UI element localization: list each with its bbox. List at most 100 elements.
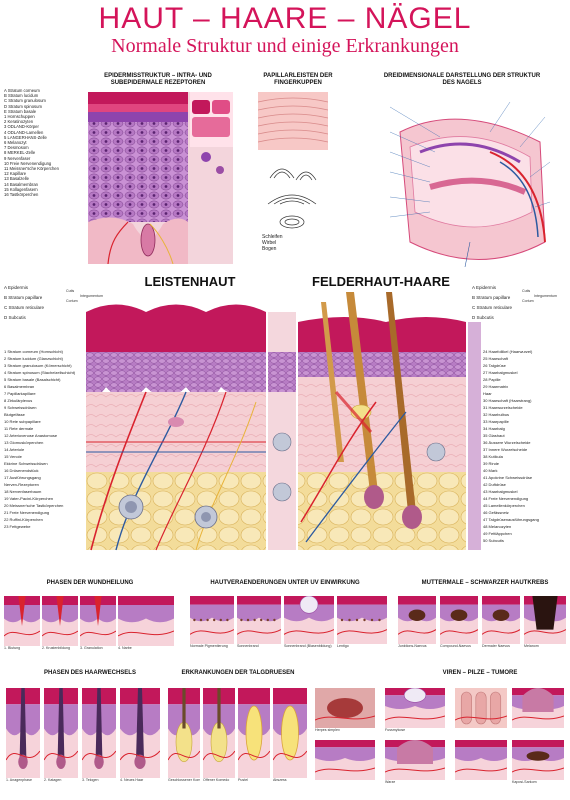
left-item: 12 Arteriovenose Anastomose [4, 433, 58, 438]
ridge-pattern-label-loop: Schleifen [262, 234, 283, 240]
left-item: 19 Vater-Pacini-Körperchen [4, 496, 54, 501]
epi-item: 14 Basalmembran [4, 181, 38, 187]
sebaceous-closed-label: Geschlossener Komedo [168, 778, 200, 782]
left-item: 17 Ausführungsgang [4, 475, 41, 480]
papillar-section-title: PAPILLARLEISTEN DER FINGERKUPPEN [263, 73, 333, 86]
sebaceous-closed: Geschlossener Komedo [168, 688, 200, 786]
uv-normal: Normale Pigmentierung [190, 596, 234, 652]
uv-lentigo-label: Lentigo [337, 644, 349, 648]
right-item: 26 Talgdrüse [483, 363, 506, 368]
talgdruesen-title: ERKRANKUNGEN DER TALGDRUESEN [181, 670, 295, 676]
right-item: 28 Papille [483, 377, 501, 382]
haarwechsel-title: PHASEN DES HAARWECHSELS [44, 670, 136, 676]
wound-phase-3-label: 3. Granulation [80, 646, 103, 650]
mole-melanoma-label: Melanom [524, 644, 539, 648]
layer-item: A Epidermis [472, 285, 497, 290]
right-item: 29 Haarmatrix [483, 384, 509, 389]
uv-lentigo: Lentigo [337, 596, 387, 652]
wound-phase-1-label: 1. Blutung [4, 646, 21, 650]
left-item: 8 Zirkulärplexus [4, 398, 33, 403]
epi-item: B Stratum lucidum [4, 93, 39, 99]
layer-item: C Stratum reticulare [4, 305, 45, 310]
right-item: 44 Freie Nervenendigung [483, 496, 529, 501]
left-item: 15 Venole [4, 454, 22, 459]
epi-item: 12 Kapillare [4, 171, 27, 177]
hair-phase-3: 3. Telogen [82, 688, 116, 786]
right-item: 24 Haarfollikel (Haarwurzel) [483, 349, 533, 354]
left-item: 23 Fettgewebe [4, 524, 31, 529]
right-item: 30 Haarschaft (Haarstrang) [483, 398, 532, 403]
virus-panel-7 [455, 740, 507, 788]
left-item: 7 Papillarkapillare [4, 391, 36, 396]
right-item: 48 Melanozyten [483, 524, 512, 529]
layer-item: B Stratum papillare [472, 295, 511, 300]
mole-junction-label: Junktions-Naevus [398, 644, 427, 648]
left-item: 6 Basalmembran [4, 384, 35, 389]
skin-block-illustration [86, 292, 481, 570]
epidermis-section-title: EPIDERMISSTRUKTUR – INTRA- UND SUBEPIDER… [104, 73, 212, 86]
wound-phase-2-label: 2. Krustenbildung [42, 646, 70, 650]
virus-wart-label: Warze [385, 780, 396, 784]
left-item: 18 Nervenfaserbaum [4, 489, 42, 494]
fungal-fingers [455, 688, 507, 736]
mole-melanoma: Melanom [524, 596, 566, 652]
sebaceous-open-label: Offener Komedo [203, 778, 230, 782]
epi-item: 4 ODLAND-Lamellen [4, 129, 44, 135]
felderhaut-title: FELDERHAUT-HAARE [312, 274, 450, 289]
left-item: 3 Stratum granulosum (Körnerschicht) [4, 363, 72, 368]
layer-item: D Subcutis [472, 315, 494, 320]
layer-group-cutis: Cutis [66, 289, 75, 293]
epi-item: 8 MERKEL-Zelle [4, 150, 36, 156]
virus-wart: Warze [385, 740, 445, 788]
wound-phase-1: 1. Blutung [4, 596, 40, 654]
layer-group-corium: Corium [66, 299, 78, 303]
ridge-pattern-label-arch: Bogen [262, 246, 277, 252]
mole-dermal: Dermaler Naevus [482, 596, 520, 652]
wound-phase-3: 3. Granulation [80, 596, 116, 654]
poster-subtitle: Normale Struktur und einige Erkrankungen [111, 35, 459, 57]
hair-phase-2: 2. Katagen [44, 688, 78, 786]
left-item: 13 Glomuskörperchen [4, 440, 44, 445]
right-item: Haar [483, 391, 492, 396]
right-item: 47 Talgdrüsenausführungsgang [483, 517, 539, 522]
layer-group-corium-right: Corium [522, 299, 534, 303]
left-item: 1 Stratum corneum (Hornschicht) [4, 349, 63, 354]
layer-item: B Stratum papillare [4, 295, 43, 300]
left-item: Nerven-Rezeptoren [4, 482, 39, 487]
layer-group-cutis-right: Cutis [522, 289, 531, 293]
sebaceous-pustule-label: Pustel [238, 778, 248, 782]
uv-sunburn: Sonnenbrand [237, 596, 281, 652]
epi-item: 11 Meissner'sche Körperchen [4, 166, 59, 172]
herpes-photo: Herpes simplex [315, 688, 375, 736]
ridge-pattern-label-whorl: Wirbel [262, 240, 277, 246]
left-item: 11 Rete dermale [4, 426, 34, 431]
left-item: Ekkrine Schweissdrüsen [4, 461, 48, 466]
epi-item: 5 LANGERHANS-Zelle [4, 134, 47, 140]
virus-panel-5 [315, 740, 375, 788]
kaposi-sarcoma: Kaposi-Sarkom [512, 740, 564, 788]
hair-phase-1-label: 1. Anagenphase [6, 778, 32, 782]
leistenhaut-title: LEISTENHAUT [144, 274, 236, 289]
epidermis-illustration [88, 92, 233, 264]
epi-item: 16 Tastkörperchen [4, 192, 39, 198]
felderhaut-legend: 24 Haarfollikel (Haarwurzel)25 Haarschaf… [483, 348, 569, 544]
layer-group-integumentum: Integumentum [80, 294, 103, 298]
wound-phase-2: 2. Krustenbildung [42, 596, 78, 654]
muttermale-title: MUTTERMALE – SCHWARZER HAUTKREBS [421, 580, 549, 586]
ridge-patterns-illustration [262, 160, 322, 232]
layer-group-integumentum-right: Integumentum [534, 294, 557, 298]
hair-phase-4: 4. Neues Haar [120, 688, 160, 786]
right-item: 31 Haarwurzelscheide [483, 405, 523, 410]
left-item: 4 Stratum spinosum (Stachelzellschicht) [4, 370, 76, 375]
epi-item: 1 Hornschuppen [4, 114, 35, 120]
left-item: 22 Ruffini-Körperchen [4, 517, 43, 522]
nail-section-title: DREIDIMENSIONALE DARSTELLUNG DER STRUKTU… [383, 73, 541, 86]
hair-phase-2-label: 2. Katagen [44, 778, 62, 782]
right-item: 35 Glashaut [483, 433, 505, 438]
kaposi-sarcoma-label: Kaposi-Sarkom [512, 780, 537, 784]
right-item: 36 Äussere Wurzelscheide [483, 440, 531, 445]
layer-item: C Stratum reticulare [472, 305, 513, 310]
